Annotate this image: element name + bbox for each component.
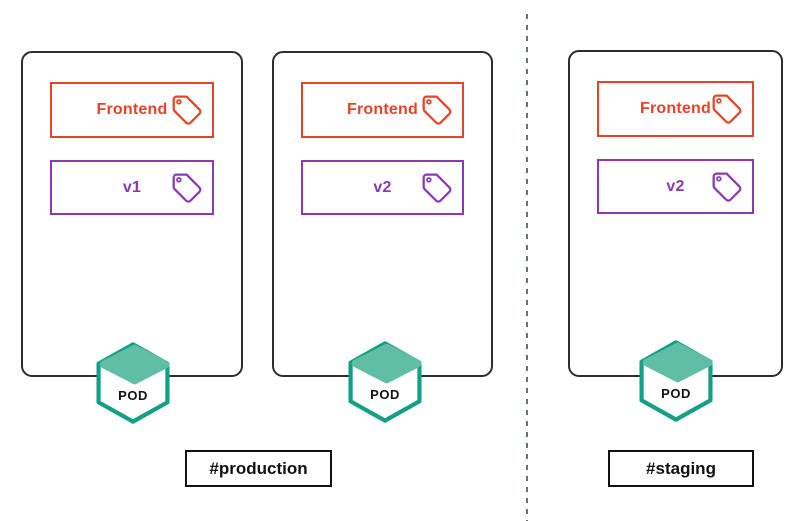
- tag-icon: [712, 94, 742, 124]
- label-box-frontend: Frontend: [301, 82, 464, 138]
- pod-hexagon-icon: POD: [634, 339, 718, 423]
- label-box-frontend: Frontend: [50, 82, 214, 138]
- label-box-version: v1: [50, 160, 214, 215]
- version-label-text: v1: [122, 178, 142, 196]
- pod-staging-1: Frontend v2: [568, 50, 783, 377]
- tag-icon: [172, 173, 202, 203]
- version-label-text: v2: [373, 178, 392, 196]
- version-label-text: v2: [666, 177, 685, 195]
- staging-label: #staging: [608, 450, 754, 487]
- pod-caption: POD: [661, 386, 691, 402]
- tag-icon: [422, 95, 452, 125]
- label-box-frontend: Frontend: [597, 81, 754, 137]
- production-label: #production: [185, 450, 332, 487]
- pod-production-1: Frontend v1: [21, 51, 243, 377]
- tag-icon: [172, 95, 202, 125]
- pod-hexagon-icon: POD: [343, 340, 427, 424]
- label-box-version: v2: [597, 159, 754, 214]
- frontend-label-text: Frontend: [347, 101, 418, 118]
- pod-caption: POD: [118, 388, 148, 404]
- pod-production-2: Frontend v2: [272, 51, 493, 377]
- tag-icon: [712, 172, 742, 202]
- frontend-label-text: Frontend: [640, 100, 711, 117]
- label-box-version: v2: [301, 160, 464, 215]
- frontend-label-text: Frontend: [96, 101, 168, 118]
- environment-divider: [526, 14, 528, 521]
- tag-icon: [422, 173, 452, 203]
- staging-label-text: #staging: [646, 458, 716, 478]
- pod-caption: POD: [370, 387, 400, 403]
- production-label-text: #production: [209, 458, 308, 478]
- pod-hexagon-icon: POD: [91, 341, 175, 425]
